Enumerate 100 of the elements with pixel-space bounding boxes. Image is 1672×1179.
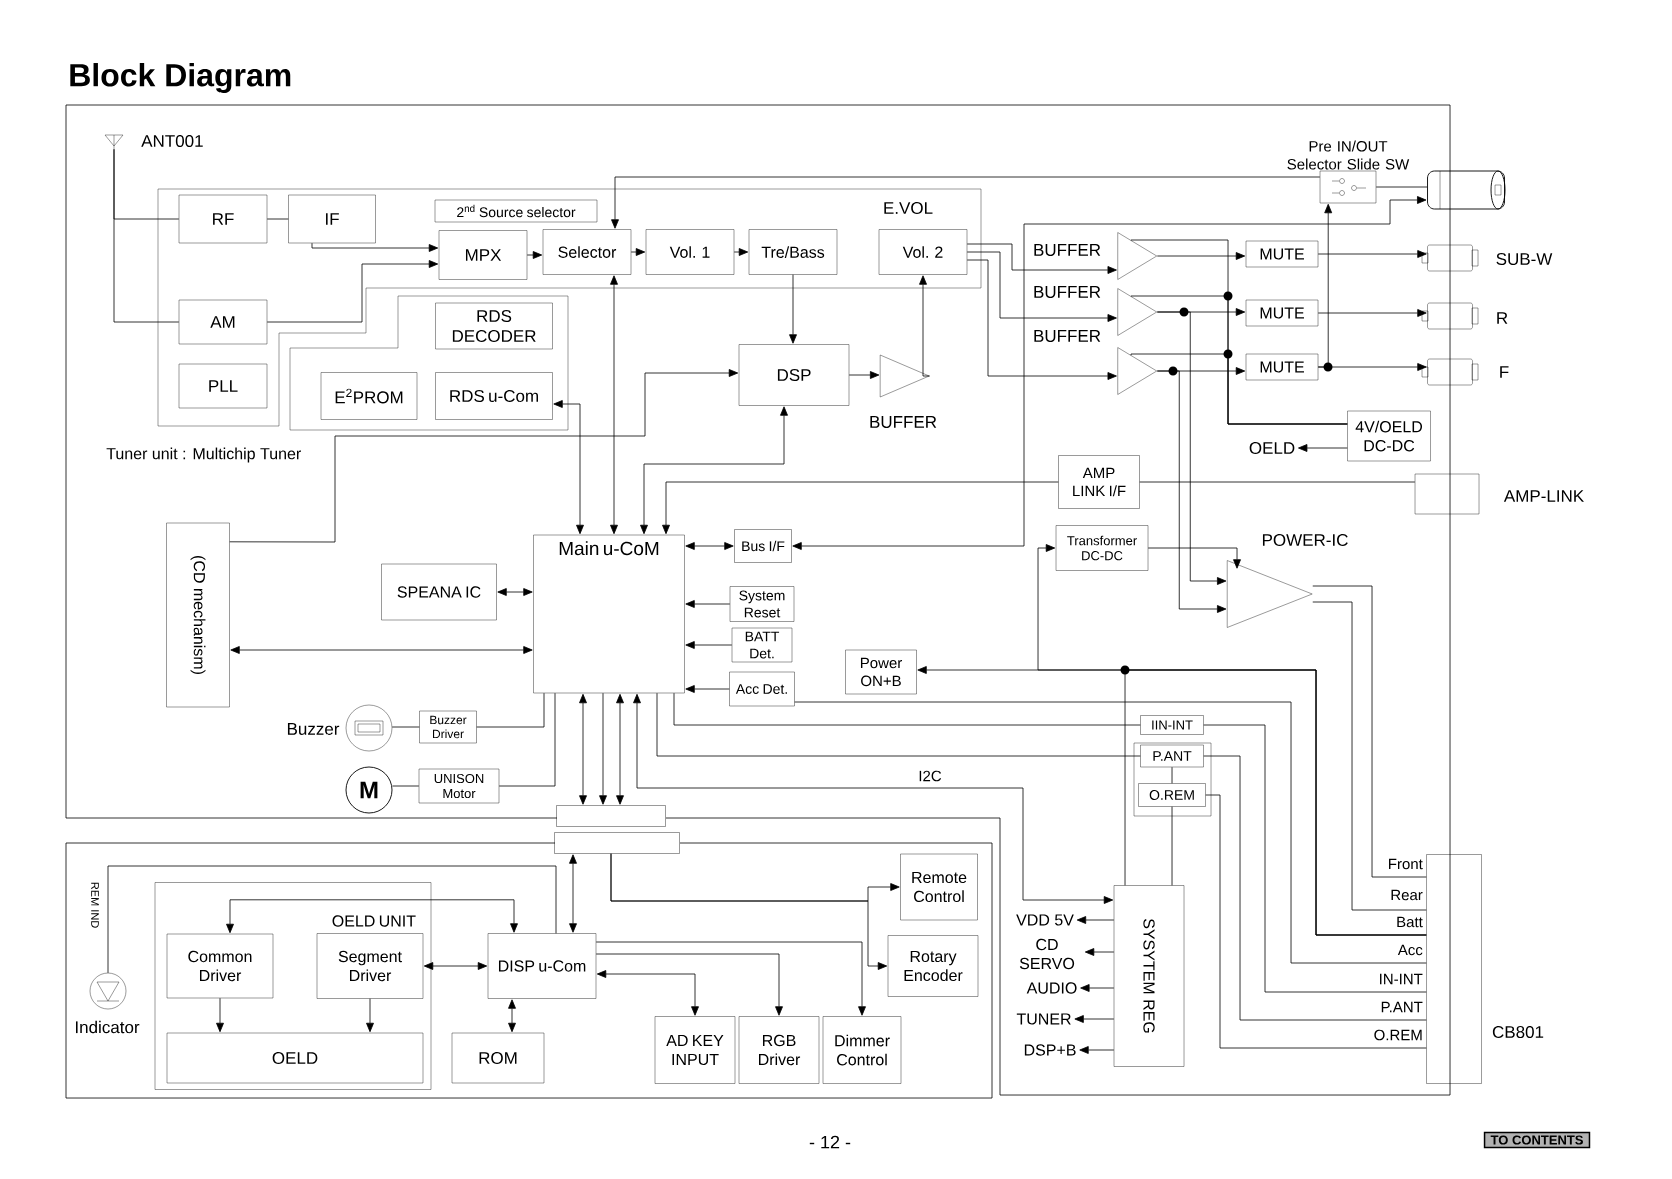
caption-label: Indicator: [75, 1020, 140, 1034]
block-box: 4V/OELD DC-DC: [1347, 410, 1431, 462]
connector-line: [1139, 481, 1416, 483]
block-box: E$^{2}$PROM: [320, 372, 418, 420]
connector-line: [633, 693, 1114, 904]
block-box: BATT Det.: [731, 627, 793, 663]
caption-label: F: [1500, 366, 1509, 378]
block-box: SYSYTEM REG: [1113, 885, 1185, 1067]
block-box: Segment Driver: [316, 933, 424, 999]
caption-label: R: [1497, 312, 1508, 324]
caption-label: SUB-W: [1496, 253, 1553, 266]
connector-line: [611, 176, 1321, 229]
caption-label: BUFFER: [1034, 286, 1101, 298]
connector-line: [266, 218, 289, 220]
signal-label: TUNER: [1016, 1013, 1071, 1025]
connector-line: [1171, 806, 1173, 886]
page-number: - 12 -: [809, 1135, 851, 1149]
block-box: Transformer DC-DC: [1055, 525, 1149, 571]
microcontroller-box: Main u-CoM: [533, 534, 685, 694]
connector-line: [1312, 585, 1427, 878]
connector-line: [569, 854, 577, 933]
connector-line: [1205, 794, 1427, 1049]
connector-line: [553, 400, 584, 535]
connector-line: [673, 692, 1141, 726]
block-box: AM: [178, 299, 268, 345]
connector-line: [366, 998, 374, 1033]
block-box: DISP u-Com: [487, 933, 597, 999]
connector-line: [391, 726, 420, 728]
block-box: RF: [178, 194, 268, 244]
connector-line: [596, 970, 699, 1016]
connector-line: [1120, 665, 1427, 936]
block-box: RGB Driver: [738, 1016, 820, 1084]
pin-label: Front: [1389, 858, 1423, 870]
block-box: (CD mechanism): [166, 522, 230, 708]
block-box: ROM: [451, 1032, 545, 1084]
connector-line: [1312, 601, 1427, 911]
connector-line: [1203, 724, 1427, 993]
pin-label: Batt: [1397, 916, 1423, 928]
connector-line: [113, 148, 180, 323]
contents-button: TO CONTENTS: [1483, 1131, 1591, 1149]
connector-line: [1147, 547, 1241, 569]
connector-line: [789, 274, 797, 344]
connector-line: [392, 785, 420, 787]
connector-line: [610, 275, 618, 535]
node-label: Tuner unit : Multichip Tuner: [106, 447, 301, 463]
connector-line: [1156, 366, 1227, 613]
caption-label: BUFFER: [1034, 330, 1101, 342]
block-box: P.ANT: [1140, 744, 1204, 768]
connector-line: [216, 997, 224, 1033]
block-box: Selector: [542, 229, 632, 275]
connector-line: [1076, 916, 1115, 924]
signal-label: OELD: [1249, 442, 1295, 455]
connector-line: [1079, 1046, 1115, 1054]
bus-bar: [554, 832, 680, 854]
connector-line: [1317, 250, 1427, 258]
connector-line: [685, 600, 731, 608]
block-box: O.REM: [1138, 783, 1206, 807]
pin-label: O.REM: [1374, 1029, 1422, 1041]
connector-line: [794, 701, 1427, 964]
connector-line: [966, 251, 1117, 322]
connector-line: [1317, 203, 1333, 372]
connector-line: [230, 646, 533, 654]
connector-line: [610, 853, 888, 970]
block-box: DSP: [738, 344, 850, 406]
connector-line: [640, 406, 788, 535]
connector-line: [1317, 309, 1427, 317]
signal-label: VDD 5V: [1016, 914, 1074, 926]
block-box: Common Driver: [166, 933, 274, 999]
connector-line: [685, 641, 733, 649]
block-box: SPEANA IC: [381, 563, 497, 621]
edge-label: REM IND: [90, 880, 100, 930]
connector-line: [526, 251, 543, 259]
block-box: RDS u-Com: [435, 372, 553, 420]
connector-line: [229, 369, 739, 543]
block-box: Dimmer Control: [822, 1016, 902, 1084]
block-box: Rotary Encoder: [887, 935, 979, 997]
connector-line: [107, 865, 557, 974]
connector-line: [423, 962, 488, 970]
caption-label: E.VOL: [884, 202, 933, 215]
connector-line: [1156, 307, 1227, 585]
signal-label: CD SERVO: [1019, 938, 1075, 970]
connector-line: [733, 248, 749, 256]
connector-line: [1375, 186, 1428, 188]
edge-label: I2C: [917, 769, 943, 783]
block-box: Buzzer Driver: [419, 710, 477, 744]
connector-line: [508, 999, 516, 1033]
connector-line: [497, 588, 533, 596]
pin-label: Rear: [1391, 889, 1423, 901]
connector-line: [966, 243, 1117, 274]
block-box: MUTE: [1245, 353, 1319, 381]
connector-line: [595, 941, 866, 1016]
diagram-title: Block Diagram: [70, 63, 291, 93]
connector-line: [311, 242, 439, 252]
block-box: 2$^{nd}$ Source selector: [434, 199, 598, 223]
block-box: Tre/Bass: [748, 229, 838, 275]
connector-line: [662, 481, 1059, 535]
block-box: OELD: [166, 1032, 424, 1084]
node-label: Pre IN/OUT Selector Slide SW: [1287, 140, 1410, 170]
connector-line: [1156, 252, 1246, 260]
block-box: RDS DECODER: [435, 302, 553, 350]
